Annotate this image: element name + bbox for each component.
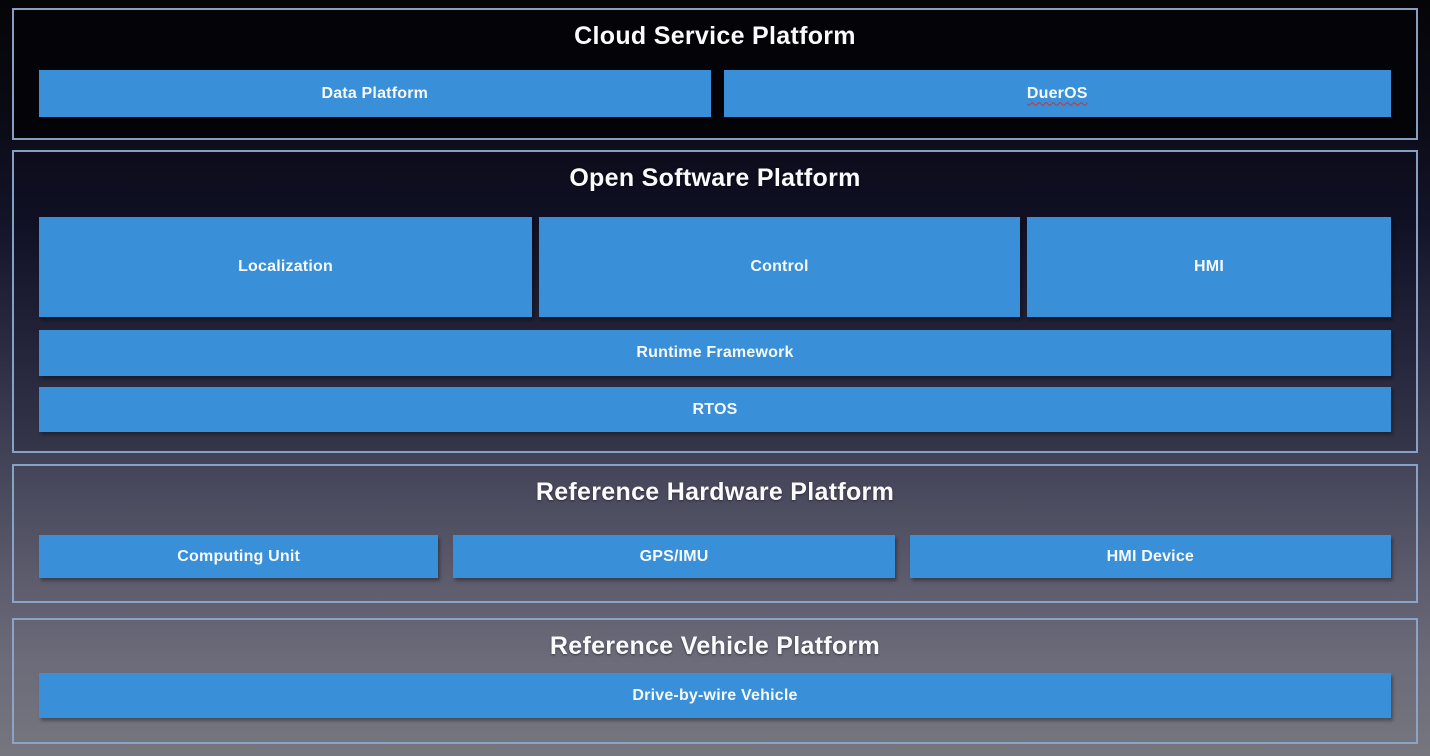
block-rtos: RTOS	[39, 387, 1391, 432]
block-label: Data Platform	[321, 84, 429, 102]
block-control: Control	[539, 217, 1020, 317]
block-hmi: HMI	[1027, 217, 1391, 317]
block-label: Localization	[238, 258, 333, 275]
block-gps-imu: GPS/IMU	[453, 535, 895, 578]
block-drive-by-wire-vehicle: Drive-by-wire Vehicle	[39, 673, 1391, 718]
block-label: HMI Device	[1106, 547, 1195, 565]
vehicle-platform-title: Reference Vehicle Platform	[549, 632, 881, 660]
hardware-blocks-row: Computing Unit GPS/IMU HMI Device	[39, 535, 1391, 578]
cloud-platform-title: Cloud Service Platform	[574, 22, 856, 50]
block-hmi-device: HMI Device	[909, 535, 1391, 578]
block-label: Drive-by-wire Vehicle	[632, 686, 798, 704]
block-runtime-framework: Runtime Framework	[39, 330, 1391, 376]
vehicle-blocks-row: Drive-by-wire Vehicle	[39, 673, 1391, 718]
block-localization: Localization	[39, 217, 532, 317]
section-cloud-service-platform: Cloud Service Platform Data Platform Due…	[12, 8, 1418, 140]
block-data-platform: Data Platform	[39, 70, 711, 117]
block-label-spellchecked: DuerOS	[1026, 84, 1088, 102]
runtime-framework-row: Runtime Framework	[39, 330, 1391, 376]
block-label: Control	[750, 258, 809, 275]
section-reference-hardware-platform: Reference Hardware Platform Computing Un…	[12, 464, 1418, 603]
block-label: Computing Unit	[177, 547, 301, 565]
block-dueros: DuerOS	[723, 70, 1391, 117]
section-reference-vehicle-platform: Reference Vehicle Platform Drive-by-wire…	[12, 618, 1418, 744]
block-label: HMI	[1194, 258, 1224, 275]
hardware-platform-title: Reference Hardware Platform	[535, 478, 895, 506]
block-label: RTOS	[692, 400, 738, 418]
block-label: GPS/IMU	[639, 547, 709, 565]
rtos-row: RTOS	[39, 387, 1391, 432]
section-open-software-platform: Open Software Platform Localization Cont…	[12, 150, 1418, 453]
software-platform-title: Open Software Platform	[569, 164, 861, 192]
block-label: Runtime Framework	[636, 344, 794, 361]
cloud-blocks-row: Data Platform DuerOS	[39, 70, 1391, 117]
software-modules-row: Localization Control HMI	[39, 217, 1391, 317]
block-computing-unit: Computing Unit	[39, 535, 439, 578]
